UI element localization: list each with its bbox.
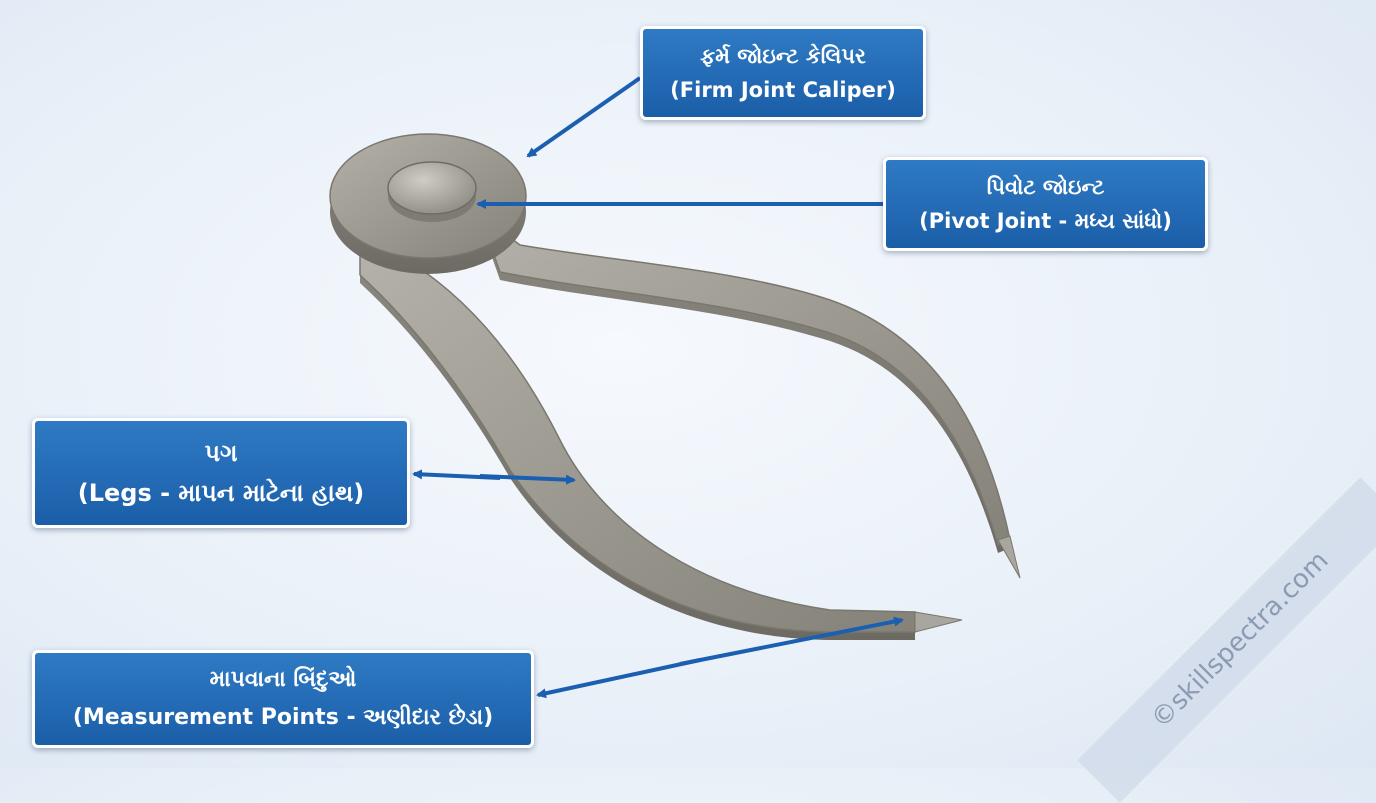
pivot-joint-english-text: (Pivot Joint - મધ્ય સાંધો) xyxy=(919,209,1172,233)
legs-gujarati-text: પગ xyxy=(204,439,238,467)
arrow-firm-joint xyxy=(526,76,642,158)
arrow-legs-right xyxy=(479,474,576,485)
pivot-joint-label: પિવોટ જોઇન્ટ (Pivot Joint - મધ્ય સાંધો) xyxy=(883,157,1208,251)
legs-label: પગ (Legs - માપન માટેના હાથ) xyxy=(32,418,410,528)
caliper-left-leg xyxy=(359,254,963,640)
arrow-points-left xyxy=(536,658,701,699)
legs-english-text: (Legs - માપન માટેના હાથ) xyxy=(77,479,365,507)
pivot-pin xyxy=(387,161,477,222)
firm-joint-gujarati-text: ફર્મ જોઇન્ટ કેલિપર xyxy=(700,44,866,68)
caliper-right-leg xyxy=(478,212,1021,579)
measurement-points-label: માપવાના બિંદુઓ (Measurement Points - અણી… xyxy=(32,650,534,748)
firm-joint-caliper-label: ફર્મ જોઇન્ટ કેલિપર (Firm Joint Caliper) xyxy=(640,26,926,120)
arrow-points-right xyxy=(679,616,904,666)
measurement-points-gujarati-text: માપવાના બિંદુઓ xyxy=(209,667,357,692)
firm-joint-english-text: (Firm Joint Caliper) xyxy=(670,78,896,102)
measurement-points-english-text: (Measurement Points - અણીદાર છેડા) xyxy=(72,705,494,730)
caliper-diagram xyxy=(329,76,1021,699)
pivot-joint-gujarati-text: પિવોટ જોઇન્ટ xyxy=(986,175,1105,199)
